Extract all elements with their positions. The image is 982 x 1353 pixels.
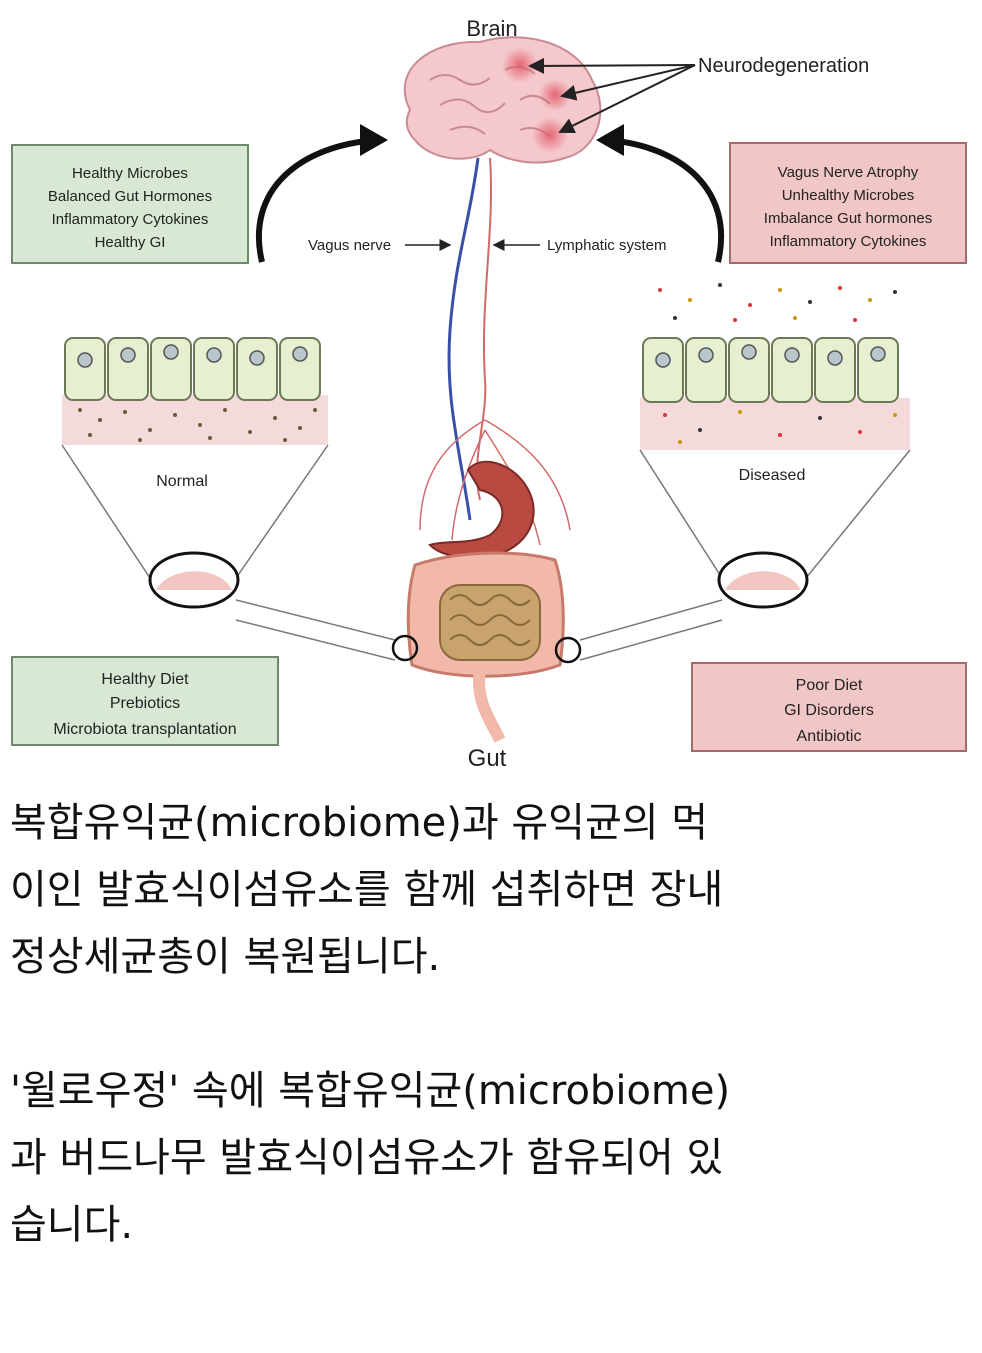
healthy-diet-box <box>11 656 279 746</box>
unhealthy-box-line: Imbalance Gut hormones <box>764 210 932 227</box>
healthy-box-line: Inflammatory Cytokines <box>52 211 209 228</box>
healthy-factors-box <box>11 144 249 264</box>
poor-diet-box <box>691 662 967 752</box>
unhealthy-box-line: Vagus Nerve Atrophy <box>778 164 919 181</box>
vagus-nerve-line <box>447 157 480 521</box>
brain <box>403 36 602 164</box>
caption-line: 이인 발효식이섬유소를 함께 섭취하면 장내 <box>10 867 724 913</box>
healthy-diet-line: Healthy Diet <box>101 671 189 688</box>
caption-text: 복합유익균(microbiome)과 유익균의 먹 이인 발효식이섬유소를 함께… <box>10 790 972 1259</box>
left-curved-arrow <box>255 137 379 263</box>
caption-line: 과 버드나무 발효식이섬유소가 함유되어 있 <box>10 1135 724 1181</box>
gut-brain-figure: Brain Neurodegeneration Vagus nerve Lymp… <box>11 16 967 772</box>
healthy-diet-line: Prebiotics <box>110 695 180 712</box>
zoom-lines <box>61 444 911 661</box>
unhealthy-box-line: Inflammatory Cytokines <box>770 233 927 250</box>
poor-diet-line: Poor Diet <box>796 677 863 694</box>
neurodegeneration-arrows <box>528 57 696 133</box>
gut <box>391 460 582 743</box>
healthy-box-line: Healthy Microbes <box>72 165 188 182</box>
normal-epithelium <box>62 337 328 445</box>
brain-label: Brain <box>466 16 517 41</box>
lymphatic-line <box>475 157 493 501</box>
right-curved-arrow <box>605 137 725 263</box>
vagus-nerve-label: Vagus nerve <box>308 237 391 254</box>
normal-label: Normal <box>156 473 208 490</box>
lymphatic-system-label: Lymphatic system <box>547 237 666 254</box>
poor-diet-line: Antibiotic <box>797 728 862 745</box>
healthy-box-line: Healthy GI <box>95 234 166 251</box>
caption-line: '윌로우정' 속에 복합유익균(microbiome) <box>10 1068 731 1114</box>
caption-line: 복합유익균(microbiome)과 유익균의 먹 <box>10 800 709 846</box>
caption-line: 습니다. <box>10 1202 134 1248</box>
gut-label: Gut <box>468 745 507 772</box>
healthy-diet-line: Microbiota transplantation <box>53 721 236 738</box>
healthy-box-line: Balanced Gut Hormones <box>48 188 212 205</box>
unhealthy-box-line: Unhealthy Microbes <box>782 187 915 204</box>
poor-diet-line: GI Disorders <box>784 702 874 719</box>
neurodegeneration-label: Neurodegeneration <box>698 55 869 77</box>
diseased-label: Diseased <box>739 467 806 484</box>
unhealthy-factors-box <box>729 142 967 264</box>
caption-line: 정상세균총이 복원됩니다. <box>10 934 441 980</box>
diseased-epithelium <box>640 283 910 450</box>
